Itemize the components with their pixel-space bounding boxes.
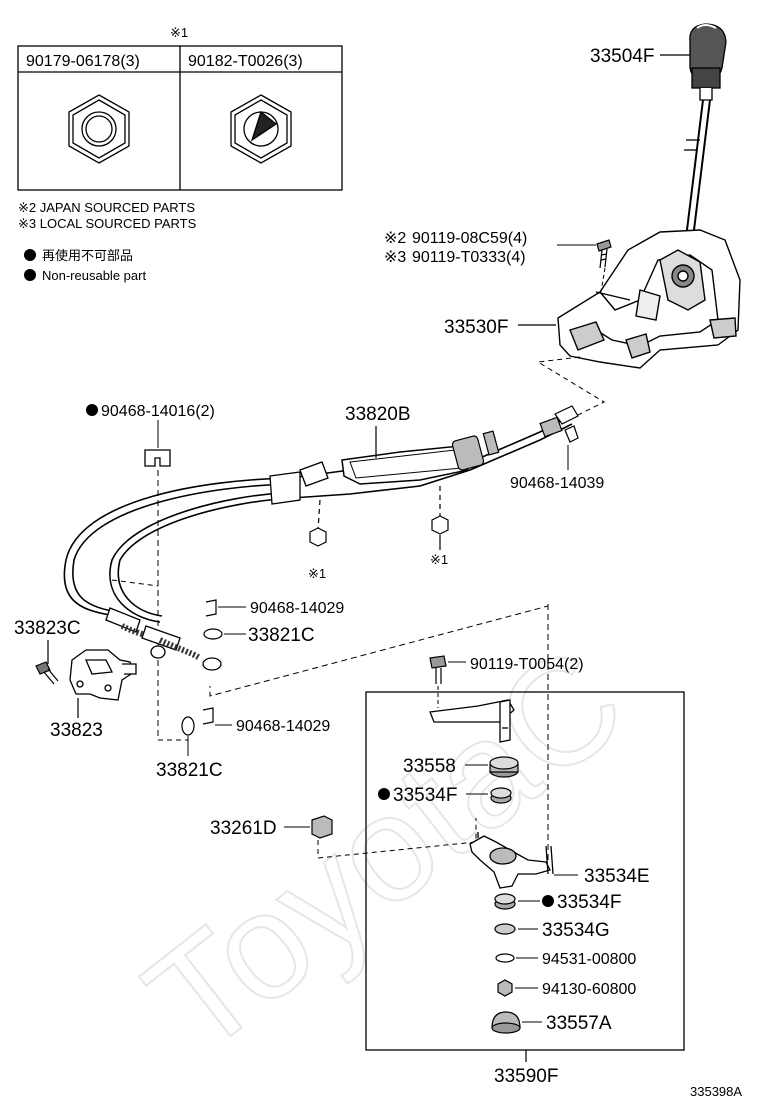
label-33534G: 33534G [542, 920, 610, 941]
label-33504F: 33504F [590, 46, 654, 67]
shift-cable-drawing [63, 405, 579, 671]
mark-1-left: ※1 [308, 566, 326, 581]
label-33261D: 33261D [210, 818, 277, 839]
nonreusable-dot-icon [542, 895, 554, 907]
hex-nut-icon [68, 94, 130, 164]
label-90119-T0054: 90119-T0054(2) [470, 656, 584, 673]
nonreusable-en: Non-reusable part [42, 268, 146, 283]
washer-icon [495, 953, 515, 963]
bolt-icon [35, 661, 59, 685]
label-33558: 33558 [403, 756, 456, 777]
nonreusable-jp: 再使用不可部品 [42, 248, 133, 263]
label-33823C: 33823C [14, 618, 81, 639]
label-90468-14039: 90468-14039 [510, 475, 604, 492]
mark-3: ※3 [384, 249, 406, 266]
bushing-icon [490, 787, 512, 804]
cap-icon [491, 1011, 521, 1034]
bushing-icon [494, 893, 516, 910]
diagram-id: 335398A [690, 1084, 742, 1099]
label-33530F: 33530F [444, 317, 508, 338]
label-90468-14029-a: 90468-14029 [250, 600, 344, 617]
bolt-icon [429, 655, 447, 684]
clip-icon [205, 599, 217, 617]
label-90468-14029-b: 90468-14029 [236, 718, 330, 735]
block-icon [311, 815, 333, 839]
label-33820B: 33820B [345, 404, 411, 425]
nonreusable-dot-icon [24, 249, 36, 261]
nut-icon [497, 979, 513, 997]
legend: ※2 JAPAN SOURCED PARTS ※3 LOCAL SOURCED … [18, 200, 197, 283]
nonreusable-dot-icon [378, 788, 390, 800]
label-33821C-b: 33821C [156, 760, 223, 781]
mark-1-right: ※1 [430, 552, 448, 567]
bolt-icon [596, 239, 612, 269]
header-marker: ※1 [170, 25, 188, 40]
label-90119-T0333: 90119-T0333(4) [412, 249, 526, 266]
flange-nut-icon [230, 94, 292, 164]
pin-icon [564, 425, 579, 443]
label-33590F: 33590F [494, 1066, 558, 1087]
label-33821C-a: 33821C [248, 625, 315, 646]
shift-lever-housing-drawing [557, 229, 741, 369]
selector-lever-drawing [469, 832, 554, 889]
washer-icon [494, 923, 516, 935]
label-90119-08C59: 90119-08C59(4) [412, 230, 527, 247]
assembly-box [365, 691, 685, 1051]
clip-icon [144, 449, 171, 467]
label-33534E: 33534E [584, 866, 650, 887]
washer-icon [203, 628, 223, 640]
label-94531-00800: 94531-00800 [542, 951, 636, 968]
label-33534F-b: 33534F [557, 892, 621, 913]
note-japan-sourced: ※2 JAPAN SOURCED PARTS [18, 200, 195, 215]
washer-icon [181, 716, 195, 736]
shift-knob-drawing [684, 23, 727, 239]
label-33823: 33823 [50, 720, 103, 741]
label-33557A: 33557A [546, 1013, 612, 1034]
label-90468-14016: 90468-14016(2) [101, 403, 215, 420]
header-table: ※1 90179-06178(3) 90182-T0026(3) [17, 25, 343, 191]
nonreusable-dot-icon [24, 269, 36, 281]
nonreusable-dot-icon [86, 404, 98, 416]
label-94130-60800: 94130-60800 [542, 981, 636, 998]
note-local-sourced: ※3 LOCAL SOURCED PARTS [18, 216, 197, 231]
nut-icon [309, 486, 449, 550]
header-part-2: 90182-T0026(3) [188, 53, 303, 70]
clip-icon [202, 707, 214, 725]
cable-bracket-drawing [69, 649, 137, 701]
label-33534F-a: 33534F [393, 785, 457, 806]
bushing-icon [489, 756, 519, 778]
header-part-1: 90179-06178(3) [26, 53, 140, 70]
mark-2: ※2 [384, 230, 406, 247]
shift-arm-drawing [429, 699, 515, 743]
